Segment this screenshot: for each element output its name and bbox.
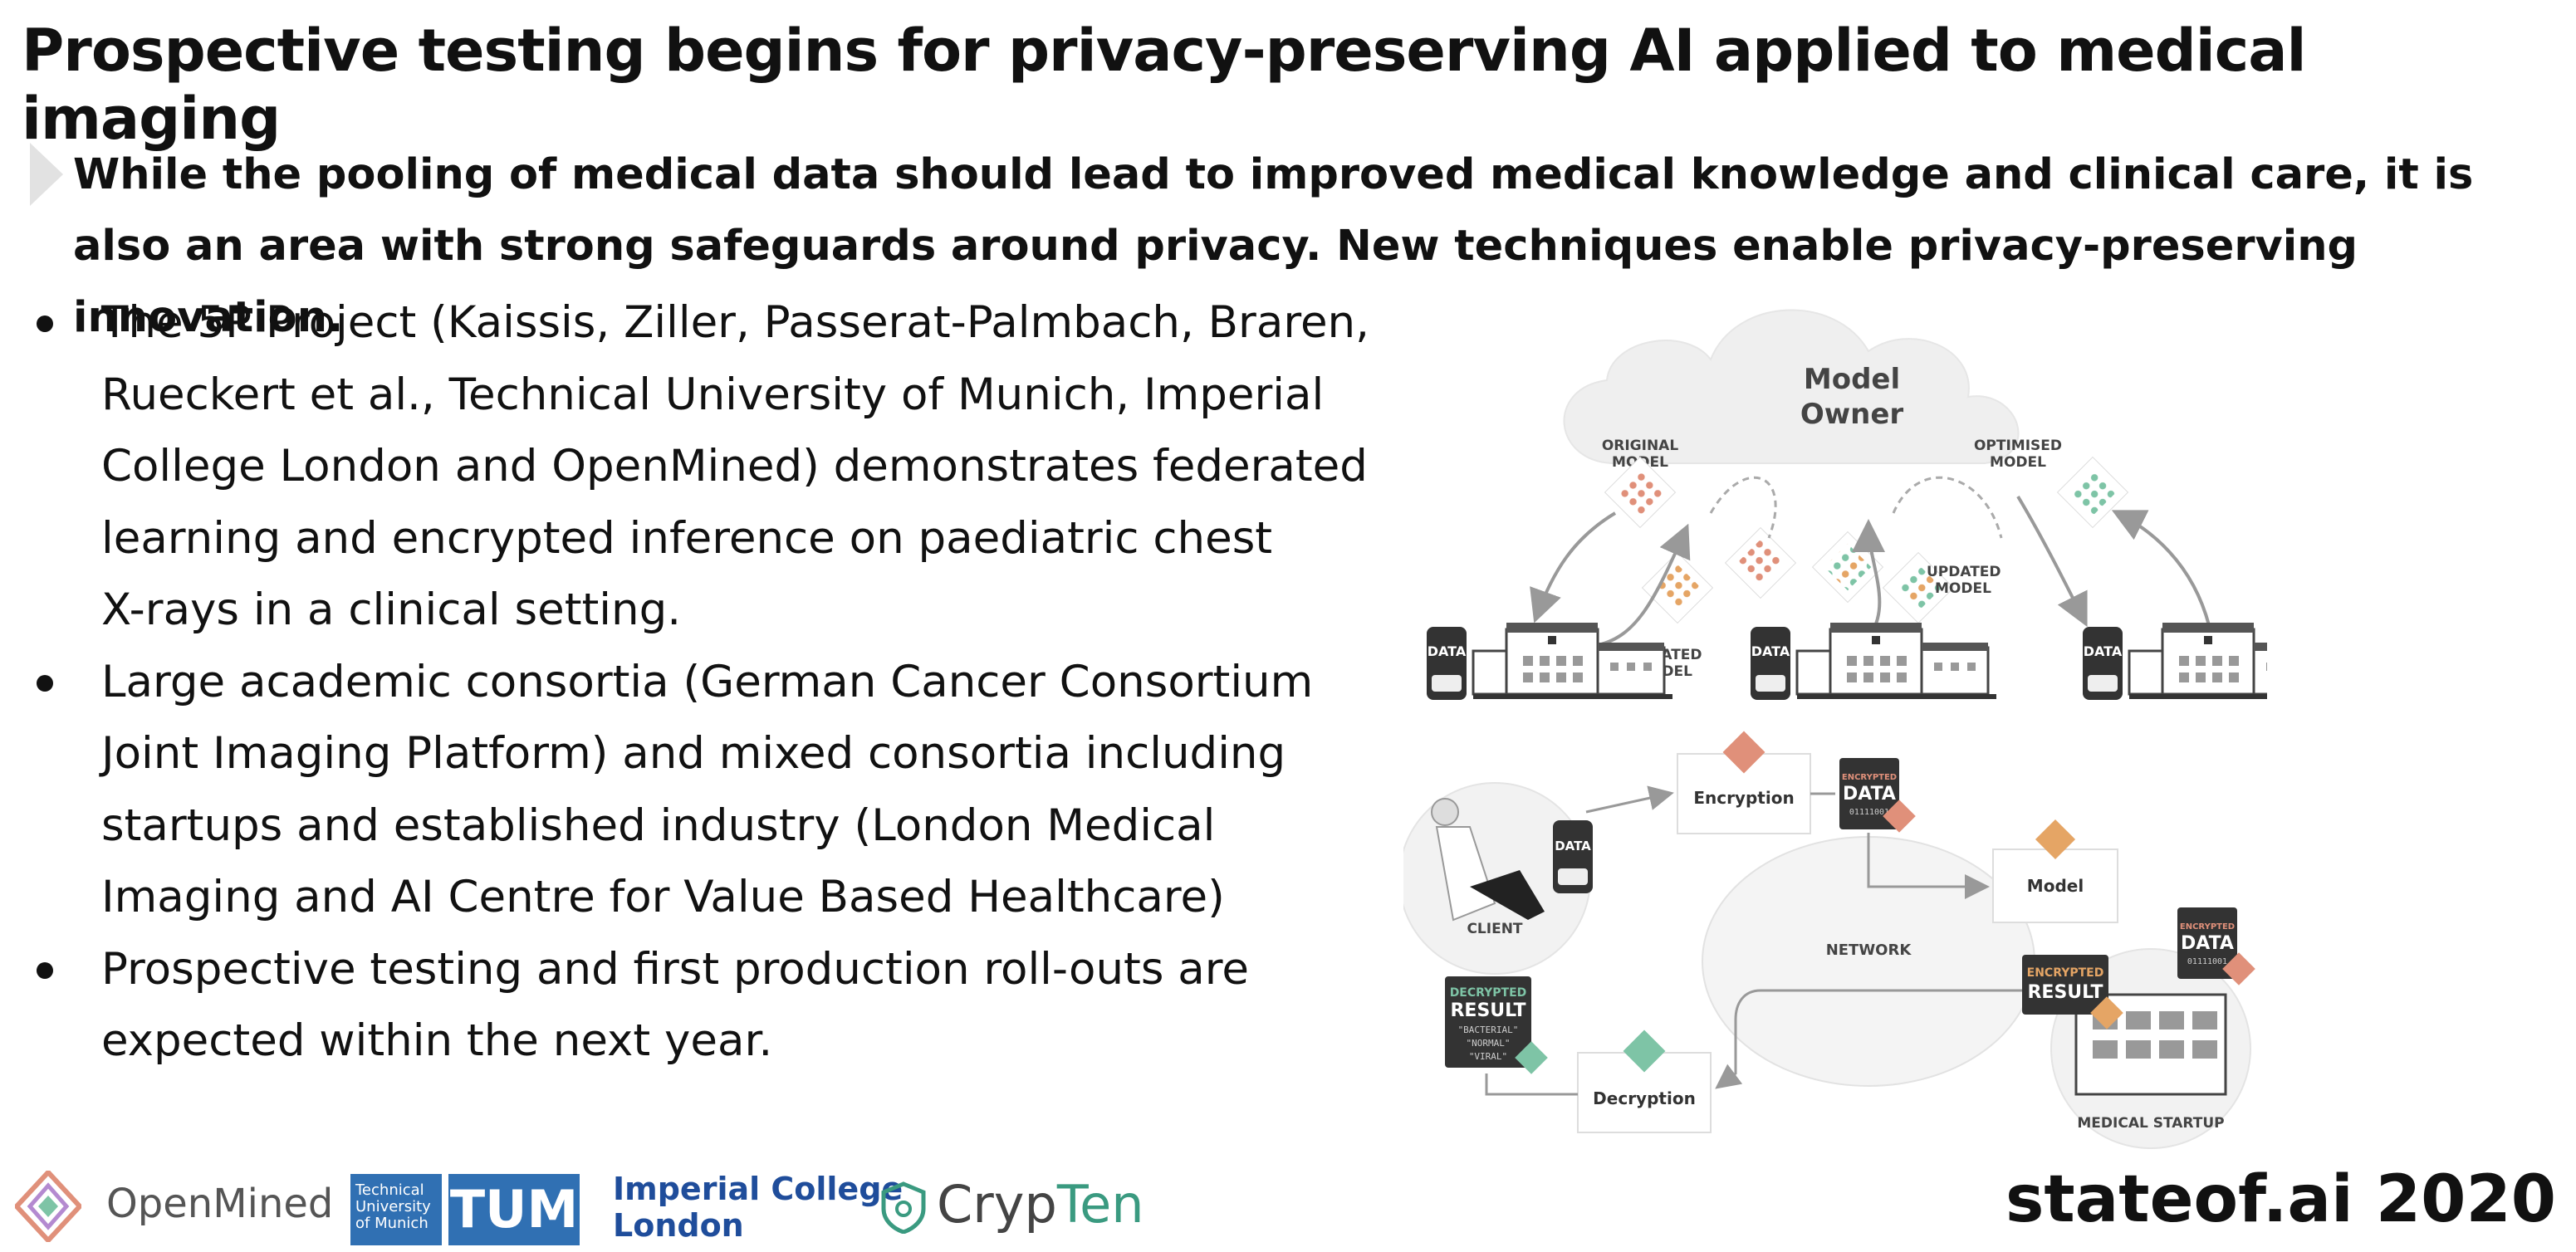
arrow [1715,989,2022,1089]
model-owner-label-1: Model [1804,363,1900,396]
updated-model-diamond [1811,531,1884,604]
doctor-illustration-icon [1431,798,1545,922]
arrow [1594,523,1691,648]
partner-logos: OpenMined Technical University of Munich… [15,1162,1178,1245]
svg-text:DATA: DATA [1428,643,1467,659]
callout-text: While the pooling of medical data should… [73,150,2474,342]
crypten-logo-text: CrypTen [937,1174,1144,1235]
svg-text:RESULT: RESULT [2027,982,2103,1003]
openmined-logo-text: OpenMined [106,1181,334,1227]
bullet-line: X-rays in a clinical setting. [101,584,682,635]
hospital-2: DATA [1751,621,1998,701]
svg-text:DECRYPTED: DECRYPTED [1450,986,1527,1000]
decrypted-result-can: DECRYPTED RESULT "BACTERIAL" "NORMAL" "V… [1445,976,1548,1074]
bullet-line: Joint Imaging Platform) and mixed consor… [101,728,1286,779]
federated-learning-diagram: Model Owner ORIGINAL MODEL OPTIMISED MOD… [1403,309,2267,1149]
bullet-line: College London and OpenMined) demonstrat… [101,441,1368,492]
updated-model-label-1: UPDATED [1927,564,2001,580]
svg-text:"NORMAL": "NORMAL" [1467,1038,1511,1049]
svg-text:ENCRYPTED: ENCRYPTED [1842,773,1897,782]
crypten-shield-icon [881,1181,926,1234]
arrow [1530,511,1617,624]
bullet-line: Rueckert et al., Technical University of… [101,369,1325,420]
arrow [2016,495,2088,628]
bullet-dot-icon [37,315,53,332]
svg-text:"VIRAL": "VIRAL" [1469,1051,1507,1062]
openmined-logo-icon [15,1171,81,1242]
bullet-list: The 5P Project (Kaissis, Ziller, Passera… [25,287,1370,1078]
arrow [1867,833,1990,899]
arrow [1485,1073,1578,1096]
optimised-model-diamond [2056,456,2129,529]
model-owner-label-2: Owner [1800,398,1904,431]
arrow [1852,519,1886,639]
imperial-logo: Imperial College London [613,1171,903,1244]
decryption-label: Decryption [1593,1088,1696,1108]
bullet-item: The 5P Project (Kaissis, Ziller, Passera… [25,287,1370,647]
updated-model-label-2: MODEL [1935,580,1991,597]
updated-model-diamond [1882,551,1955,624]
svg-text:DATA: DATA [2181,933,2234,954]
key-point-callout: While the pooling of medical data should… [25,139,2566,354]
bullet-dot-icon [37,674,53,692]
updated-model-diamond [1641,551,1714,624]
arrow [2111,510,2211,626]
bullet-line: Prospective testing and first production… [101,943,1249,995]
updated-model-diamond [1724,526,1797,599]
tum-logo: Technical University of Munich TUM [350,1174,580,1245]
page-title: Prospective testing begins for privacy-p… [22,17,2306,153]
bullet-line: Large academic consortia (German Cancer … [101,656,1314,707]
svg-text:DATA: DATA [1555,839,1591,853]
medical-data-can: DATA [1553,820,1593,893]
svg-text:DATA: DATA [1751,643,1790,659]
model-box-label: Model [2027,876,2084,896]
bullet-item: Large academic consortia (German Cancer … [25,647,1370,934]
tum-text-2: University [355,1198,431,1215]
optimised-model-label-1: OPTIMISED [1974,438,2062,454]
network-label: NETWORK [1826,941,1912,959]
arrow [1585,785,1674,814]
svg-text:ENCRYPTED: ENCRYPTED [2027,966,2104,980]
callout-arrow-icon [30,143,63,206]
bullet-dot-icon [37,961,53,979]
bullet-line: learning and encrypted inference on paed… [101,512,1273,564]
encrypted-data-can-startup: ENCRYPTED DATA 01111001 [2177,907,2255,985]
imperial-line-2: London [613,1207,744,1244]
svg-text:DATA: DATA [1843,784,1896,805]
svg-text:RESULT: RESULT [1450,1000,1526,1021]
arrow [1892,476,2003,539]
tum-text-3: of Munich [355,1215,429,1232]
bullet-line: Imaging and AI Centre for Value Based He… [101,872,1225,922]
imperial-line-1: Imperial College [613,1171,904,1207]
client-label: CLIENT [1467,921,1522,937]
optimised-model-label-2: MODEL [1990,454,2046,471]
arrow [1709,476,1777,539]
svg-text:DATA: DATA [2084,643,2123,659]
brand-footer: stateof.ai 2020 [2005,1162,2556,1237]
svg-text:01111001: 01111001 [1849,808,1889,817]
bullet-line: The 5P Project (Kaissis, Ziller, Passera… [101,297,1369,348]
encrypted-data-can: ENCRYPTED DATA 01111001 [1839,758,1916,833]
encryption-label: Encryption [1693,788,1794,808]
hospital-1: DATA [1427,621,1674,701]
bullet-line: startups and established industry (Londo… [101,800,1216,851]
tum-mark: TUM [448,1174,580,1245]
encrypted-result-can: ENCRYPTED RESULT [2022,955,2123,1029]
original-model-label-1: ORIGINAL [1602,438,1679,454]
bullet-item: Prospective testing and first production… [25,934,1370,1078]
svg-text:01111001: 01111001 [2187,957,2227,966]
medical-startup-label: MEDICAL STARTUP [2077,1115,2224,1132]
tum-text-1: Technical [355,1181,424,1199]
hospital-3: DATA [2083,621,2267,701]
bullet-line: expected within the next year. [101,1015,773,1066]
model-owner-cloud [1563,309,2020,464]
original-model-diamond [1604,456,1677,529]
svg-text:ENCRYPTED: ENCRYPTED [2180,922,2235,932]
svg-text:"BACTERIAL": "BACTERIAL" [1458,1025,1519,1035]
